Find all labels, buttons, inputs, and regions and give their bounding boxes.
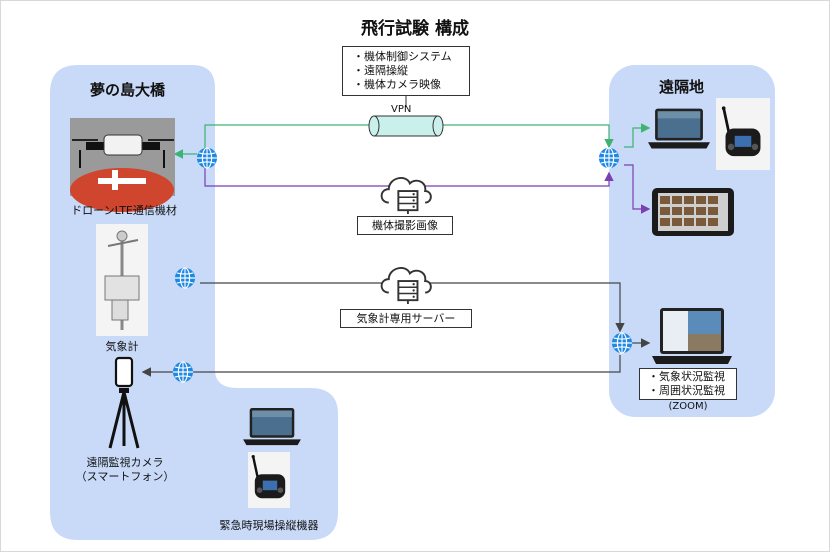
remote-to-tablet-line <box>624 164 651 214</box>
island-lte-globe-icon <box>196 147 218 169</box>
weather-server-label: 気象計専用サーバー <box>340 309 472 328</box>
remote-laptop-icon <box>648 108 710 149</box>
remote-tablet-icon <box>652 188 734 236</box>
emergency-laptop-icon <box>243 408 301 446</box>
monitoring-item: ・周囲状況監視 <box>648 384 725 397</box>
camera-line <box>141 355 621 377</box>
remote-globe-icon <box>598 147 620 169</box>
weather-server-icon <box>380 267 432 304</box>
weather-globe-icon <box>174 267 196 289</box>
monitor-globe-icon <box>611 332 633 354</box>
camera-globe-icon <box>172 361 194 383</box>
smartphone-camera-icon <box>108 356 140 449</box>
weather-station-photo <box>96 224 148 336</box>
camera-caption-line: （スマートフォン） <box>75 470 175 483</box>
camera-caption: 遠隔監視カメラ （スマートフォン） <box>70 456 180 484</box>
features-box: ・機体制御システム ・遠隔操縦 ・機体カメラ映像 <box>342 46 470 96</box>
weather-line <box>200 282 625 333</box>
page-title: 飛行試験 構成 <box>361 19 469 39</box>
drone-caption: ドローンLTE通信機材 <box>71 204 177 217</box>
features-item: ・遠隔操縦 <box>353 64 408 77</box>
weather-caption: 気象計 <box>105 340 139 353</box>
vpn-tube-icon <box>368 115 444 137</box>
features-item: ・機体制御システム <box>353 50 452 63</box>
remote-monitor-laptop-icon <box>652 308 732 364</box>
drone-photo <box>70 118 175 212</box>
monitoring-item: ・気象状況監視 <box>648 370 725 383</box>
vpn-label: VPN <box>391 104 412 115</box>
camera-caption-line: 遠隔監視カメラ <box>86 456 164 469</box>
features-item: ・機体カメラ映像 <box>353 78 441 91</box>
region-remote-label: 遠隔地 <box>659 78 705 96</box>
emergency-caption: 緊急時現場操縦機器 <box>219 519 319 532</box>
remote-to-laptop-line <box>624 123 651 148</box>
region-island-label: 夢の島大橋 <box>90 81 166 99</box>
video-server-icon <box>380 177 432 214</box>
monitoring-box: ・気象状況監視 ・周囲状況監視 <box>639 368 737 400</box>
zoom-label: (ZOOM) <box>668 401 708 412</box>
video-server-label: 機体撮影画像 <box>357 216 453 235</box>
